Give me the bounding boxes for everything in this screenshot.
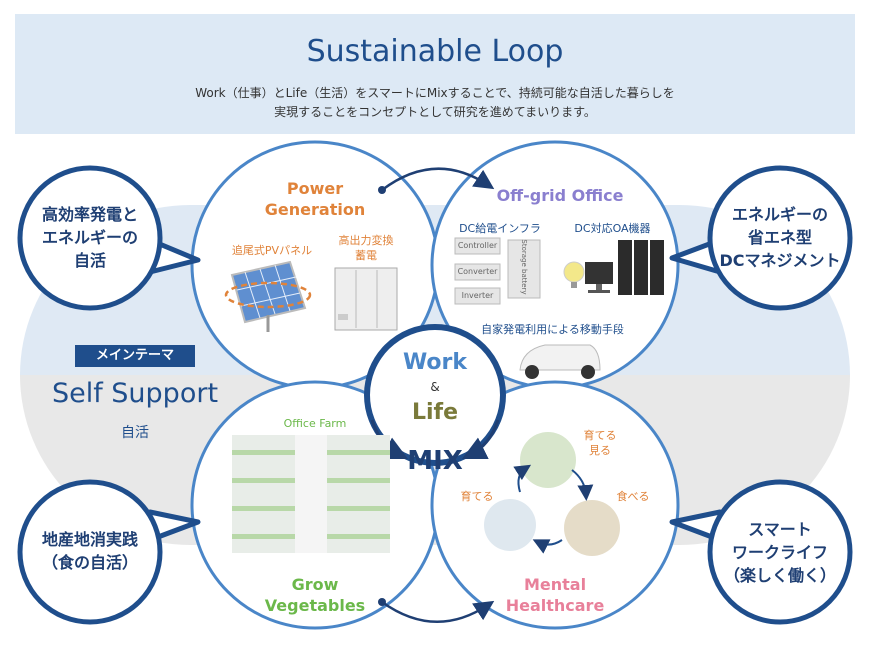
- storage-battery-label: Storage battery: [520, 239, 528, 295]
- bubble-top-right-text: エネルギーの 省エネ型 DCマネジメント: [710, 203, 850, 272]
- bubble-bottom-left-line-1: 地産地消実践: [41, 530, 138, 549]
- arrow-bottom-dot: [378, 598, 386, 606]
- main-theme-subtitle: 自活: [121, 425, 149, 441]
- inverter-box-label: Inverter: [461, 291, 494, 300]
- power-title-line-1: Power: [286, 179, 344, 198]
- grow-vegetables-title: Grow Vegetables: [245, 574, 385, 616]
- main-theme-title: Self Support: [51, 378, 219, 409]
- arrow-top-dot: [378, 186, 386, 194]
- oa-equipment-icon: [563, 240, 664, 295]
- page-description: Work（仕事）とLife（生活）をスマートにMixすることで、持続可能な自活し…: [15, 84, 855, 122]
- bubble-bottom-right-text: スマート ワークライフ （楽しく働く）: [710, 518, 850, 587]
- storage-label: 高出力変換 蓄電: [326, 233, 406, 263]
- grow-see-line-1: 育てる: [583, 429, 617, 442]
- mental-title-line-1: Mental: [523, 575, 587, 594]
- converter-box-label: Converter: [457, 267, 498, 276]
- grow-title-line-1: Grow: [291, 575, 339, 594]
- bubble-bottom-right: [707, 479, 853, 625]
- bubble-top-right-line-2: 省エネ型: [747, 228, 812, 247]
- office-farm-label: Office Farm: [283, 417, 347, 430]
- storage-label-line-2: 蓄電: [355, 249, 377, 262]
- bubble-bottom-right-line-3: （楽しく働く）: [723, 566, 836, 585]
- center-circle: [364, 324, 506, 466]
- bubble-bottom-left-line-2: （食の自活）: [41, 553, 138, 572]
- off-grid-office-title: Off-grid Office: [496, 186, 624, 205]
- dc-oa-label: DC対応OA機器: [574, 222, 651, 235]
- mental-title-line-2: Healthcare: [505, 596, 605, 615]
- bubble-top-left-line-2: エネルギーの: [41, 228, 138, 247]
- pv-panel-label: 追尾式PVパネル: [231, 244, 313, 257]
- center-work-label: Work: [402, 350, 468, 375]
- mobility-label: 自家発電利用による移動手段: [481, 323, 624, 336]
- power-title-line-2: Generation: [264, 200, 366, 219]
- main-theme-badge: メインテーマ: [75, 345, 195, 367]
- grow-label: 育てる: [460, 490, 494, 503]
- bubble-bottom-right-line-2: ワークライフ: [731, 543, 828, 562]
- office-farm-illustration: [232, 435, 390, 553]
- bubble-top-right-line-3: DCマネジメント: [719, 251, 841, 270]
- mental-healthcare-title: Mental Healthcare: [485, 574, 625, 616]
- storage-label-line-1: 高出力変換: [338, 234, 394, 247]
- bubble-bottom-left: [17, 479, 163, 625]
- bubble-bottom-right-line-1: スマート: [748, 520, 812, 539]
- bubble-top-right: [707, 165, 853, 311]
- dc-infra-boxes: [454, 237, 541, 305]
- bubble-bottom-left-text: 地産地消実践 （食の自活）: [20, 528, 160, 574]
- bubble-top-left: [17, 165, 163, 311]
- controller-box-label: Controller: [457, 241, 498, 250]
- center-life-label: Life: [411, 400, 459, 425]
- page-title: Sustainable Loop: [306, 34, 564, 69]
- header-banner: Sustainable Loop Work（仕事）とLife（生活）をスマートに…: [15, 14, 855, 134]
- electric-vehicle-icon: [519, 344, 601, 379]
- arrow-center-right: [461, 419, 500, 460]
- mental-health-illustration: [484, 432, 620, 556]
- arrow-top: [381, 167, 495, 191]
- description-line-2: 実現することをコンセプトとして研究を進めてまいります。: [274, 105, 596, 119]
- grow-title-line-2: Vegetables: [264, 596, 366, 615]
- description-line-1: Work（仕事）とLife（生活）をスマートにMixすることで、持続可能な自活し…: [195, 86, 675, 100]
- bubble-top-left-text: 高効率発電と エネルギーの 自活: [20, 203, 160, 272]
- pv-panel-icon: [224, 260, 312, 332]
- grow-see-label: 育てる 見る: [575, 428, 625, 458]
- power-generation-title: Power Generation: [250, 178, 380, 220]
- arrow-bottom: [381, 600, 495, 623]
- grow-see-line-2: 見る: [589, 444, 611, 457]
- center-amp-label: &: [430, 380, 440, 394]
- bubble-top-left-line-1: 高効率発電と: [41, 205, 138, 224]
- circle-mental-healthcare: [430, 380, 680, 630]
- bubble-top-right-line-1: エネルギーの: [731, 205, 828, 224]
- eat-label: 食べる: [616, 490, 650, 503]
- center-mix-label: MIX: [407, 446, 463, 476]
- storage-cabinet-icon: [334, 267, 398, 331]
- bubble-top-left-line-3: 自活: [73, 251, 106, 270]
- dc-infra-label: DC給電インフラ: [459, 222, 541, 235]
